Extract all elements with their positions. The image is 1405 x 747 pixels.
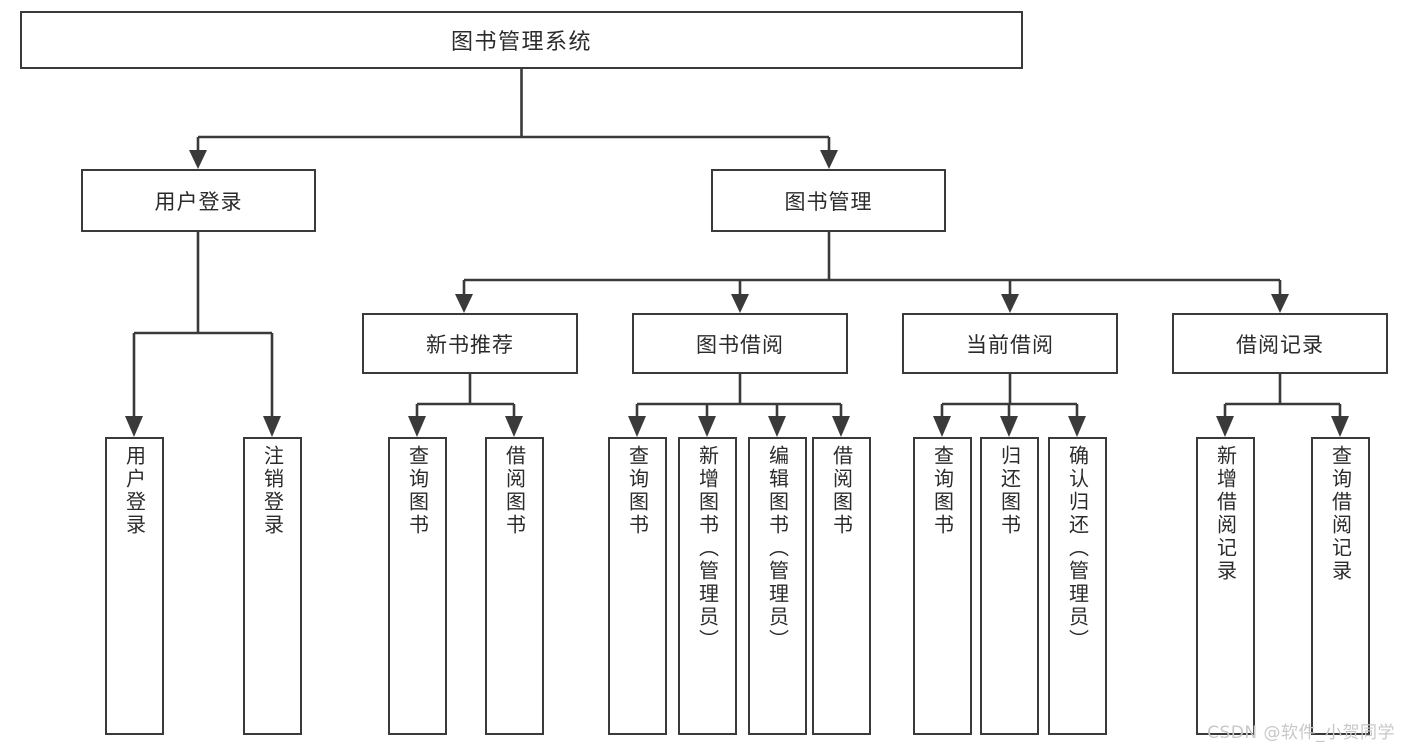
node-root-system[interactable]: 图书管理系统 — [20, 11, 1023, 69]
node-borrow-record[interactable]: 借阅记录 — [1172, 313, 1388, 374]
node-label: 新增借阅记录 — [1213, 445, 1238, 583]
arrow-bb-leaf-4 — [832, 416, 850, 437]
node-book-borrow[interactable]: 图书借阅 — [632, 313, 848, 374]
arrow-level3-1 — [455, 294, 473, 313]
arrow-ul-leaf-2 — [263, 416, 281, 437]
arrow-cb-leaf-1 — [933, 416, 951, 437]
node-label: 图书借阅 — [696, 332, 784, 357]
node-label: 图书管理系统 — [450, 30, 592, 55]
leaf-current-query-book[interactable]: 查询图书 — [913, 437, 972, 735]
leaf-borrow-edit-book-admin[interactable]: 编辑图书（管理员） — [748, 437, 807, 735]
arrow-br-leaf-2 — [1331, 416, 1349, 437]
arrow-level3-3 — [1001, 294, 1019, 313]
node-label: 查询图书 — [405, 445, 430, 537]
leaf-record-query-record[interactable]: 查询借阅记录 — [1311, 437, 1370, 735]
node-label: 用户登录 — [122, 445, 147, 537]
leaf-borrow-add-book-admin[interactable]: 新增图书（管理员） — [678, 437, 737, 735]
node-label: 查询借阅记录 — [1328, 445, 1353, 583]
arrow-level3-4 — [1271, 294, 1289, 313]
arrow-bb-leaf-1 — [628, 416, 646, 437]
arrow-rec-leaf-1 — [408, 416, 426, 437]
node-label: 编辑图书（管理员） — [765, 445, 790, 652]
arrow-bb-leaf-3 — [768, 416, 786, 437]
arrow-ul-leaf-1 — [125, 416, 143, 437]
leaf-user-login-signin[interactable]: 用户登录 — [105, 437, 164, 735]
node-label: 当前借阅 — [966, 332, 1054, 357]
node-label: 归还图书 — [997, 445, 1022, 537]
arrow-cb-leaf-2 — [1000, 416, 1018, 437]
leaf-user-login-signout[interactable]: 注销登录 — [243, 437, 302, 735]
node-label: 图书管理 — [784, 189, 873, 214]
watermark-text: CSDN @软件_小贺同学 — [1207, 723, 1395, 743]
leaf-borrow-borrow-book[interactable]: 借阅图书 — [812, 437, 871, 735]
arrow-book-manage — [820, 150, 838, 169]
leaf-borrow-query-book[interactable]: 查询图书 — [608, 437, 667, 735]
leaf-current-confirm-return-admin[interactable]: 确认归还（管理员） — [1048, 437, 1107, 735]
node-label: 借阅记录 — [1236, 332, 1324, 357]
node-label: 新书推荐 — [426, 332, 514, 357]
leaf-recommend-borrow-book[interactable]: 借阅图书 — [485, 437, 544, 735]
node-label: 借阅图书 — [829, 445, 854, 537]
node-book-management[interactable]: 图书管理 — [711, 169, 946, 232]
node-new-book-recommend[interactable]: 新书推荐 — [362, 313, 578, 374]
arrow-user-login — [189, 150, 207, 169]
node-label: 查询图书 — [930, 445, 955, 537]
node-label: 新增图书（管理员） — [695, 445, 720, 652]
leaf-record-add-record[interactable]: 新增借阅记录 — [1196, 437, 1255, 735]
node-label: 查询图书 — [625, 445, 650, 537]
arrow-level3-2 — [731, 294, 749, 313]
node-current-borrow[interactable]: 当前借阅 — [902, 313, 1118, 374]
node-label: 注销登录 — [260, 445, 285, 537]
arrow-br-leaf-1 — [1216, 416, 1234, 437]
arrow-cb-leaf-3 — [1068, 416, 1086, 437]
arrow-rec-leaf-2 — [505, 416, 523, 437]
node-label: 借阅图书 — [502, 445, 527, 537]
node-label: 确认归还（管理员） — [1065, 445, 1090, 652]
node-user-login[interactable]: 用户登录 — [81, 169, 316, 232]
arrow-bb-leaf-2 — [698, 416, 716, 437]
node-label: 用户登录 — [154, 189, 243, 214]
leaf-recommend-query-book[interactable]: 查询图书 — [388, 437, 447, 735]
leaf-current-return-book[interactable]: 归还图书 — [980, 437, 1039, 735]
